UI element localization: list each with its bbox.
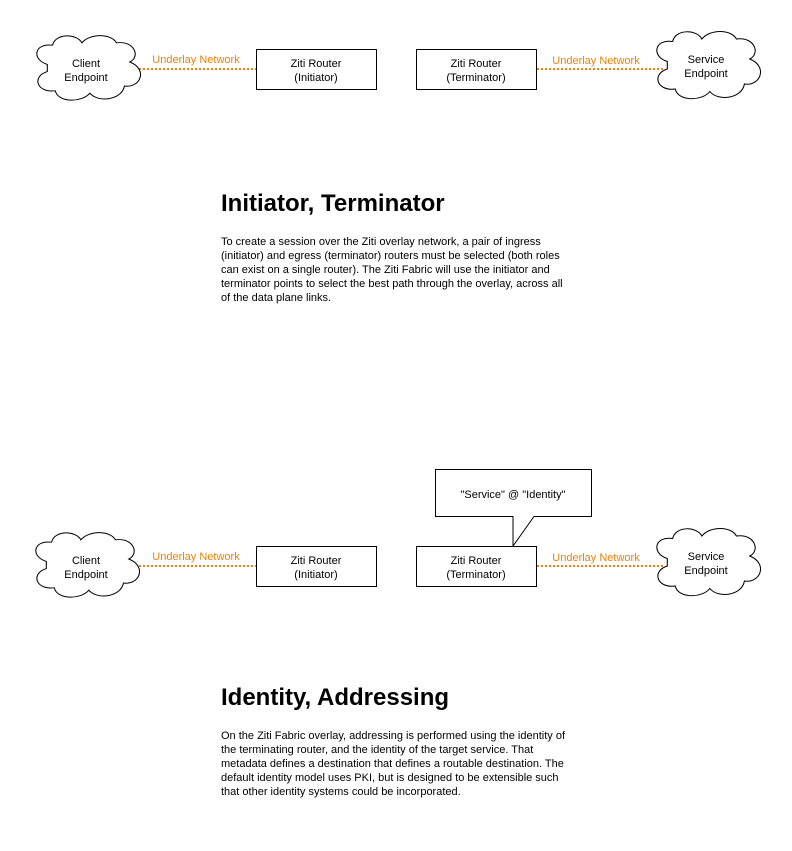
router-terminator-line2: (Terminator) — [446, 72, 505, 84]
router-terminator-line1-2: Ziti Router — [451, 555, 502, 567]
router-initiator-line1: Ziti Router — [291, 58, 342, 70]
service-label-line1-2: Service — [688, 551, 725, 563]
diagram-bottom: "Service" @ "Identity" Client Endpoint U… — [35, 469, 762, 598]
client-label-line2: Endpoint — [64, 72, 107, 84]
router-terminator-box — [416, 49, 537, 90]
underlay-label-left-2: Underlay Network — [152, 551, 240, 563]
callout-text: "Service" @ "Identity" — [460, 489, 565, 501]
service-label-line2: Endpoint — [684, 68, 727, 80]
client-label-line1-2: Client — [72, 555, 100, 567]
underlay-label-right: Underlay Network — [552, 55, 640, 67]
service-label-line1: Service — [688, 54, 725, 66]
router-initiator-line2: (Initiator) — [294, 72, 337, 84]
callout-bubble — [435, 469, 592, 548]
router-terminator-line2-2: (Terminator) — [446, 569, 505, 581]
underlay-label-left: Underlay Network — [152, 54, 240, 66]
client-label-line1: Client — [72, 58, 100, 70]
section-heading-identity-addressing: Identity, Addressing — [221, 684, 450, 711]
router-initiator-box — [256, 49, 377, 90]
diagram-top: Client Endpoint Underlay Network Ziti Ro… — [36, 30, 762, 101]
router-terminator-box-2 — [416, 546, 537, 587]
router-initiator-line1-2: Ziti Router — [291, 555, 342, 567]
section-heading-initiator-terminator: Initiator, Terminator — [221, 190, 445, 217]
router-terminator-line1: Ziti Router — [451, 58, 502, 70]
section-body-initiator-terminator: To create a session over the Ziti overla… — [221, 236, 563, 304]
router-initiator-box-2 — [256, 546, 377, 587]
section-body-identity-addressing: On the Ziti Fabric overlay, addressing i… — [221, 730, 566, 798]
router-initiator-line2-2: (Initiator) — [294, 569, 337, 581]
service-label-line2-2: Endpoint — [684, 565, 727, 577]
underlay-label-right-2: Underlay Network — [552, 552, 640, 564]
client-label-line2-2: Endpoint — [64, 569, 107, 581]
